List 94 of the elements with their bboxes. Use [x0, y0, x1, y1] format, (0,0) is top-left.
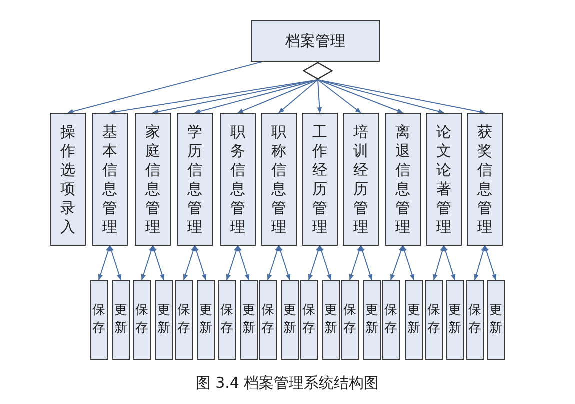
box-label: 保存 — [302, 302, 316, 338]
arrow — [109, 245, 122, 281]
module-box — [92, 113, 128, 246]
box-label: 职务信息管理 — [230, 122, 246, 236]
module-box — [343, 113, 379, 246]
box-label: 更新 — [365, 302, 379, 338]
function-box — [281, 280, 299, 360]
arrow — [317, 80, 322, 114]
box-label: 培训经历管理 — [353, 122, 369, 236]
function-box — [112, 280, 130, 360]
box-label: 保存 — [343, 302, 357, 338]
box-label: 基本信息管理 — [102, 122, 118, 236]
arrow — [318, 80, 362, 114]
arrow — [278, 245, 291, 281]
function-box — [405, 280, 423, 360]
arrow — [141, 245, 154, 281]
function-box — [240, 280, 258, 360]
function-box — [425, 280, 443, 360]
module-box — [251, 20, 380, 62]
function-box — [259, 280, 277, 360]
arrow — [308, 245, 321, 281]
arrow — [267, 245, 280, 281]
box-label: 更新 — [324, 302, 338, 338]
arrow — [237, 245, 250, 281]
function-box — [133, 280, 151, 360]
arrow — [433, 245, 445, 281]
function-box — [382, 280, 400, 360]
module-box — [50, 113, 86, 246]
box-label: 保存 — [384, 302, 398, 338]
box-label: 保存 — [92, 302, 106, 338]
box-label: 更新 — [489, 302, 503, 338]
arrow — [67, 62, 262, 114]
module-box — [385, 113, 421, 246]
function-box — [466, 280, 484, 360]
function-box — [300, 280, 318, 360]
box-label: 保存 — [220, 302, 234, 338]
arrow — [349, 245, 362, 281]
box-label: 学历信息管理 — [187, 122, 203, 236]
box-label: 更新 — [283, 302, 297, 338]
box-label: 更新 — [448, 302, 462, 338]
box-label: 保存 — [427, 302, 441, 338]
box-label: 更新 — [157, 302, 171, 338]
box-label: 保存 — [261, 302, 275, 338]
box-label: 离退信息管理 — [395, 122, 411, 236]
arrow — [278, 80, 318, 114]
function-box — [218, 280, 236, 360]
arrow — [443, 245, 456, 281]
arrow — [402, 245, 415, 281]
box-label: 保存 — [135, 302, 149, 338]
box-label: 保存 — [177, 302, 191, 338]
arrow — [98, 245, 111, 281]
module-box — [261, 113, 297, 246]
arrow — [194, 245, 207, 281]
figure-caption: 图 3.4 档案管理系统结构图 — [194, 374, 380, 393]
box-label: 保存 — [468, 302, 482, 338]
arrow — [194, 80, 318, 114]
arrow — [318, 80, 486, 114]
function-box — [341, 280, 359, 360]
module-box — [467, 113, 503, 246]
arrow — [484, 245, 497, 281]
module-box — [177, 113, 213, 246]
module-box — [220, 113, 256, 246]
arrow — [318, 80, 404, 114]
box-label: 获奖信息管理 — [477, 122, 493, 236]
box-label: 档案管理 — [286, 32, 346, 50]
box-label: 操作选项录入 — [60, 122, 76, 236]
function-box — [446, 280, 464, 360]
arrow — [237, 80, 318, 114]
box-label: 更新 — [114, 302, 128, 338]
function-box — [155, 280, 173, 360]
arrow — [183, 245, 196, 281]
function-box — [90, 280, 108, 360]
module-box — [302, 113, 338, 246]
box-label: 职称信息管理 — [271, 122, 287, 236]
function-box — [322, 280, 340, 360]
arrow — [390, 245, 404, 281]
arrow — [152, 245, 165, 281]
function-box — [197, 280, 215, 360]
box-label: 家庭信息管理 — [145, 122, 161, 236]
arrow — [152, 80, 318, 114]
arrow — [226, 245, 239, 281]
module-box — [135, 113, 171, 246]
arrow — [474, 245, 486, 281]
box-label: 工作经历管理 — [312, 122, 328, 236]
function-box — [487, 280, 505, 360]
arrow — [360, 245, 373, 281]
box-label: 更新 — [242, 302, 256, 338]
box-label: 更新 — [199, 302, 213, 338]
arrow — [319, 245, 332, 281]
box-label: 更新 — [407, 302, 421, 338]
function-box — [363, 280, 381, 360]
module-box — [426, 113, 462, 246]
box-label: 论文论著管理 — [436, 122, 452, 236]
function-box — [175, 280, 193, 360]
